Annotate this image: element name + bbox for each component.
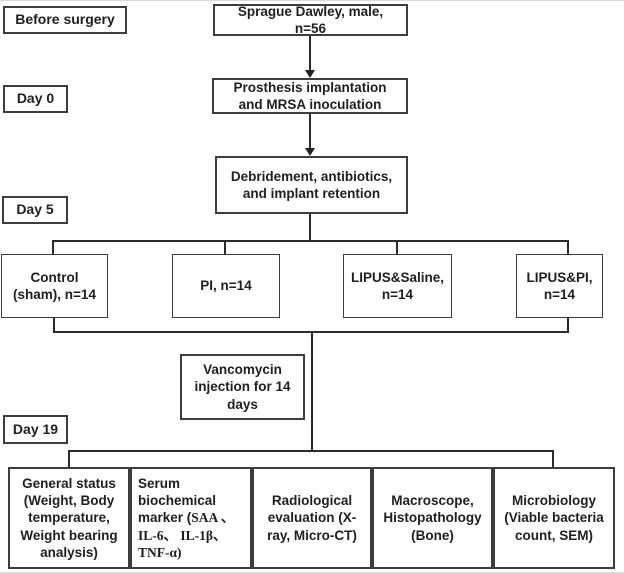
connector-drop-lipus-pi — [567, 240, 569, 254]
timeline-label-day-19: Day 19 — [3, 415, 68, 444]
outcome-serum-sans: Serum biochemical marker ( — [138, 475, 217, 526]
connector-drop-lipus-saline — [396, 240, 398, 254]
connector-center-down — [311, 331, 313, 452]
outcome-serum-text: Serum biochemical marker (SAA 、 IL-6、 IL… — [138, 475, 238, 561]
connector-cohort-to-implantation — [309, 36, 311, 72]
flow-box-debridement: Debridement, antibiotics, and implant re… — [215, 156, 408, 214]
connector-outcome-left-drop — [68, 450, 70, 467]
timeline-label-before-surgery: Before surgery — [3, 6, 127, 34]
group-box-lipus-pi: LIPUS&PI, n=14 — [516, 254, 603, 318]
arrow-down-icon — [305, 70, 315, 78]
group-box-lipus-saline: LIPUS&Saline, n=14 — [343, 254, 452, 318]
connector-merge-left — [53, 318, 55, 333]
outcome-box-general-status: General status (Weight, Body temperature… — [8, 467, 130, 569]
connector-outcome-right-drop — [552, 450, 554, 467]
flow-box-cohort: Sprague Dawley, male, n=56 — [213, 4, 408, 36]
connector-branch-top — [53, 240, 569, 242]
flow-box-vancomycin: Vancomycin injection for 14 days — [180, 354, 305, 420]
outcome-box-radiological: Radiological evaluation (X-ray, Micro-CT… — [252, 467, 372, 569]
arrow-down-icon — [305, 148, 315, 156]
connector-implantation-to-debridement — [309, 114, 311, 149]
outcome-box-microbiology: Microbiology (Viable bacteria count, SEM… — [493, 467, 615, 569]
connector-drop-pi — [224, 240, 226, 254]
group-box-control: Control (sham), n=14 — [1, 254, 108, 318]
connector-merge-right — [567, 318, 569, 333]
outcome-box-macroscope: Macroscope, Histopathology (Bone) — [372, 467, 493, 569]
flow-box-implantation: Prosthesis implantation and MRSA inocula… — [212, 78, 408, 114]
connector-drop-control — [52, 240, 54, 254]
outcome-serum-serif: SAA 、 IL-6、 IL-1β、 TNF-α) — [138, 510, 235, 560]
group-box-pi: PI, n=14 — [172, 254, 280, 318]
connector-outcome-top — [68, 450, 554, 452]
outcome-box-serum-marker: Serum biochemical marker (SAA 、 IL-6、 IL… — [130, 467, 252, 569]
timeline-label-day-5: Day 5 — [2, 196, 68, 224]
timeline-label-day-0: Day 0 — [3, 85, 68, 113]
connector-debridement-down — [309, 214, 311, 241]
